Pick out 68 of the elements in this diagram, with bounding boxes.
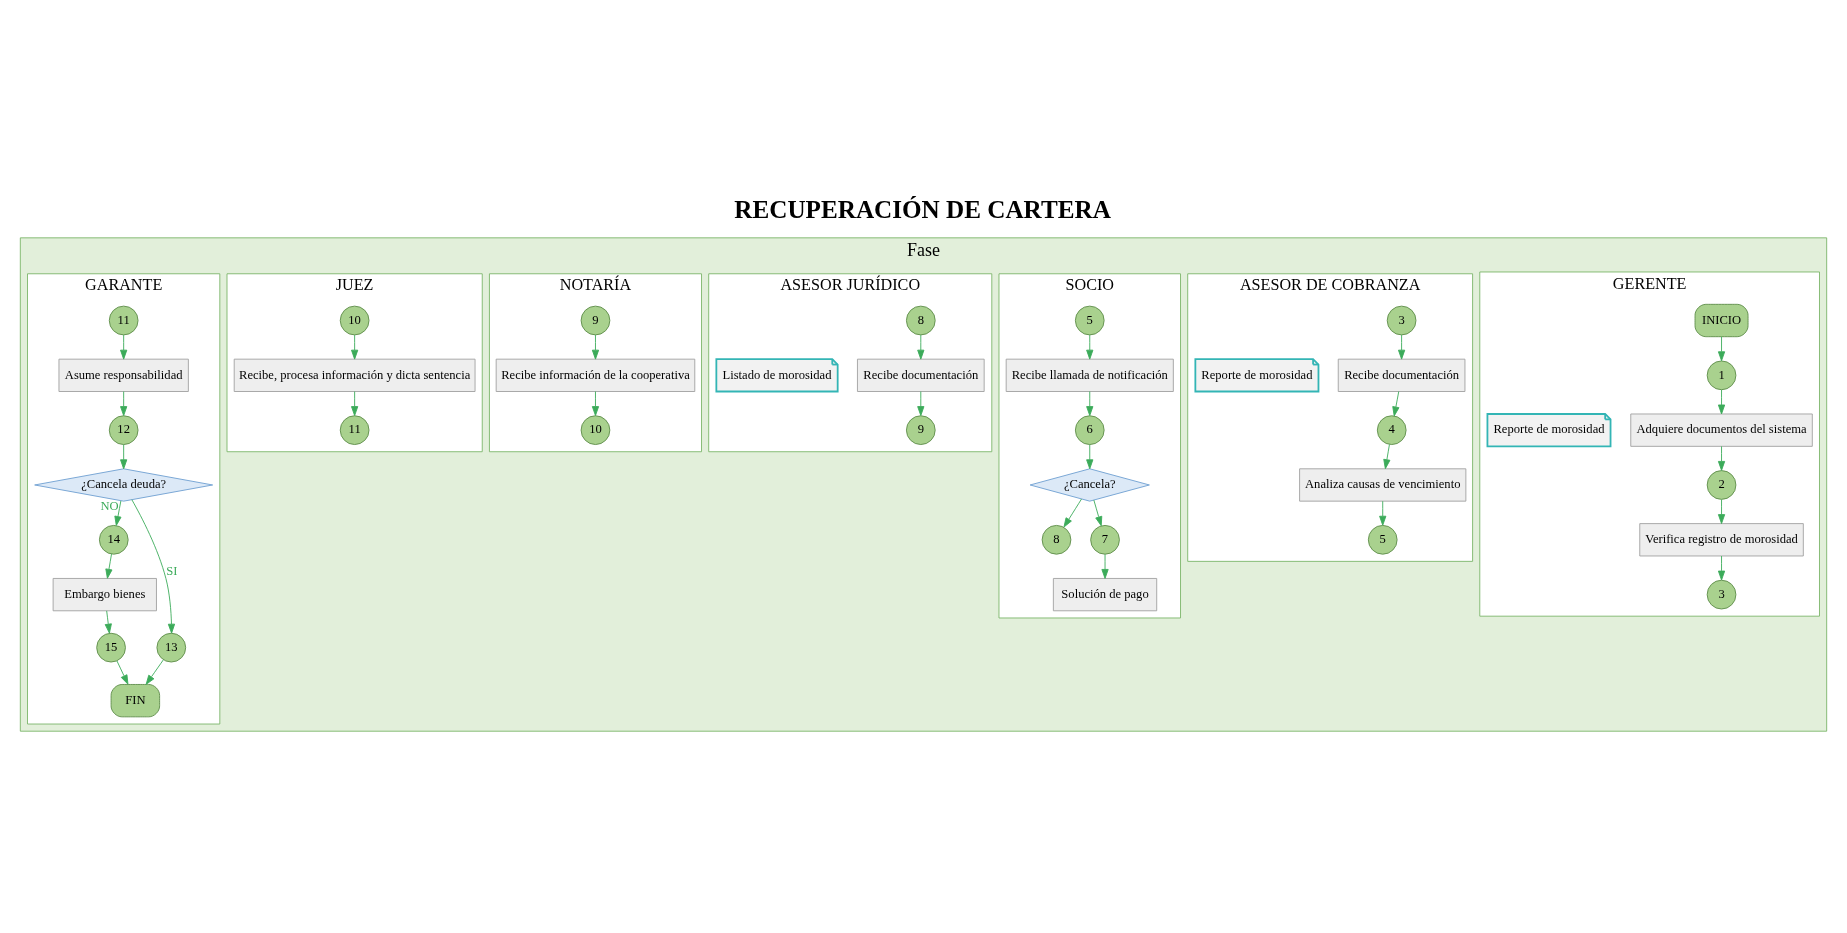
node-box: FIN: [110, 683, 161, 717]
node-box: Recibe información de la cooperativa: [495, 358, 696, 392]
node-circle: 9: [905, 414, 936, 445]
node-circle: 10: [339, 305, 370, 335]
arrow: [1093, 499, 1103, 526]
node-diamond: ¿Cancela?: [1029, 467, 1150, 502]
arrow: [145, 658, 164, 685]
node-box: Recibe documentación: [1337, 358, 1466, 392]
node-circle: 3: [1706, 579, 1737, 609]
node-box: Solución de pago: [1052, 577, 1158, 611]
node-box: Recibe llamada de notificación: [1005, 358, 1174, 392]
arrow: [351, 334, 359, 360]
arrow: [917, 334, 925, 360]
node-box: Analiza causas de vencimiento: [1299, 467, 1467, 502]
node-circle: 4: [1376, 414, 1407, 445]
arrow: [114, 500, 122, 526]
node-box: Verifica registro de morosidad: [1639, 522, 1804, 556]
arrow: [351, 390, 359, 416]
node-box: Recibe documentación: [857, 358, 985, 392]
arrow: [1392, 390, 1400, 416]
node-box: INICIO: [1694, 303, 1749, 337]
node-circle: 2: [1706, 469, 1737, 500]
arrow: [1717, 498, 1726, 524]
node-circle: 8: [905, 305, 936, 335]
node-circle: 5: [1367, 524, 1398, 555]
arrow: [1086, 334, 1094, 360]
arrow: [120, 390, 128, 416]
arrow: [1717, 335, 1726, 361]
node-circle: 11: [108, 305, 139, 335]
arrow: [131, 498, 176, 634]
edge-label: SI: [166, 563, 178, 578]
arrow: [105, 553, 113, 579]
arrow: [1398, 334, 1406, 360]
node-circle: 1: [1706, 360, 1737, 390]
node-circle: 15: [96, 632, 126, 662]
arrow: [591, 334, 600, 360]
arrow: [1717, 555, 1726, 580]
node-circle: 9: [580, 305, 611, 335]
arrow: [1063, 498, 1082, 527]
node-circle: 14: [98, 524, 129, 555]
node-circle: 6: [1074, 414, 1105, 445]
arrow: [917, 390, 925, 416]
arrow: [1717, 388, 1726, 414]
arrow: [591, 390, 600, 416]
arrow: [120, 443, 128, 469]
node-circle: 5: [1074, 305, 1105, 335]
node-box: Recibe, procesa información y dicta sentencia: [233, 358, 476, 392]
node-diamond: ¿Cancela deuda?: [34, 467, 214, 502]
node-circle: 7: [1090, 524, 1120, 555]
arrow: [1379, 500, 1387, 526]
arrow: [104, 609, 112, 634]
node-box: Asume responsabilidad: [58, 358, 189, 392]
node-circle: 10: [580, 414, 611, 445]
diagram-title: RECUPERACIÓN DE CARTERA: [734, 195, 1111, 223]
arrow: [1086, 443, 1094, 469]
node-box: Adquiere documentos del sistema: [1630, 413, 1813, 447]
arrow: [1101, 553, 1109, 579]
node-circle: 13: [156, 632, 187, 662]
node-circle: 11: [339, 414, 370, 445]
arrow: [1717, 445, 1726, 471]
node-box: Embargo bienes: [52, 577, 157, 611]
arrow: [1383, 443, 1391, 469]
arrow: [116, 660, 129, 685]
node-circle: 3: [1386, 305, 1417, 335]
arrow: [120, 334, 128, 360]
arrow: [1086, 390, 1094, 416]
node-circle: 12: [108, 414, 139, 445]
node-circle: 8: [1041, 524, 1072, 555]
